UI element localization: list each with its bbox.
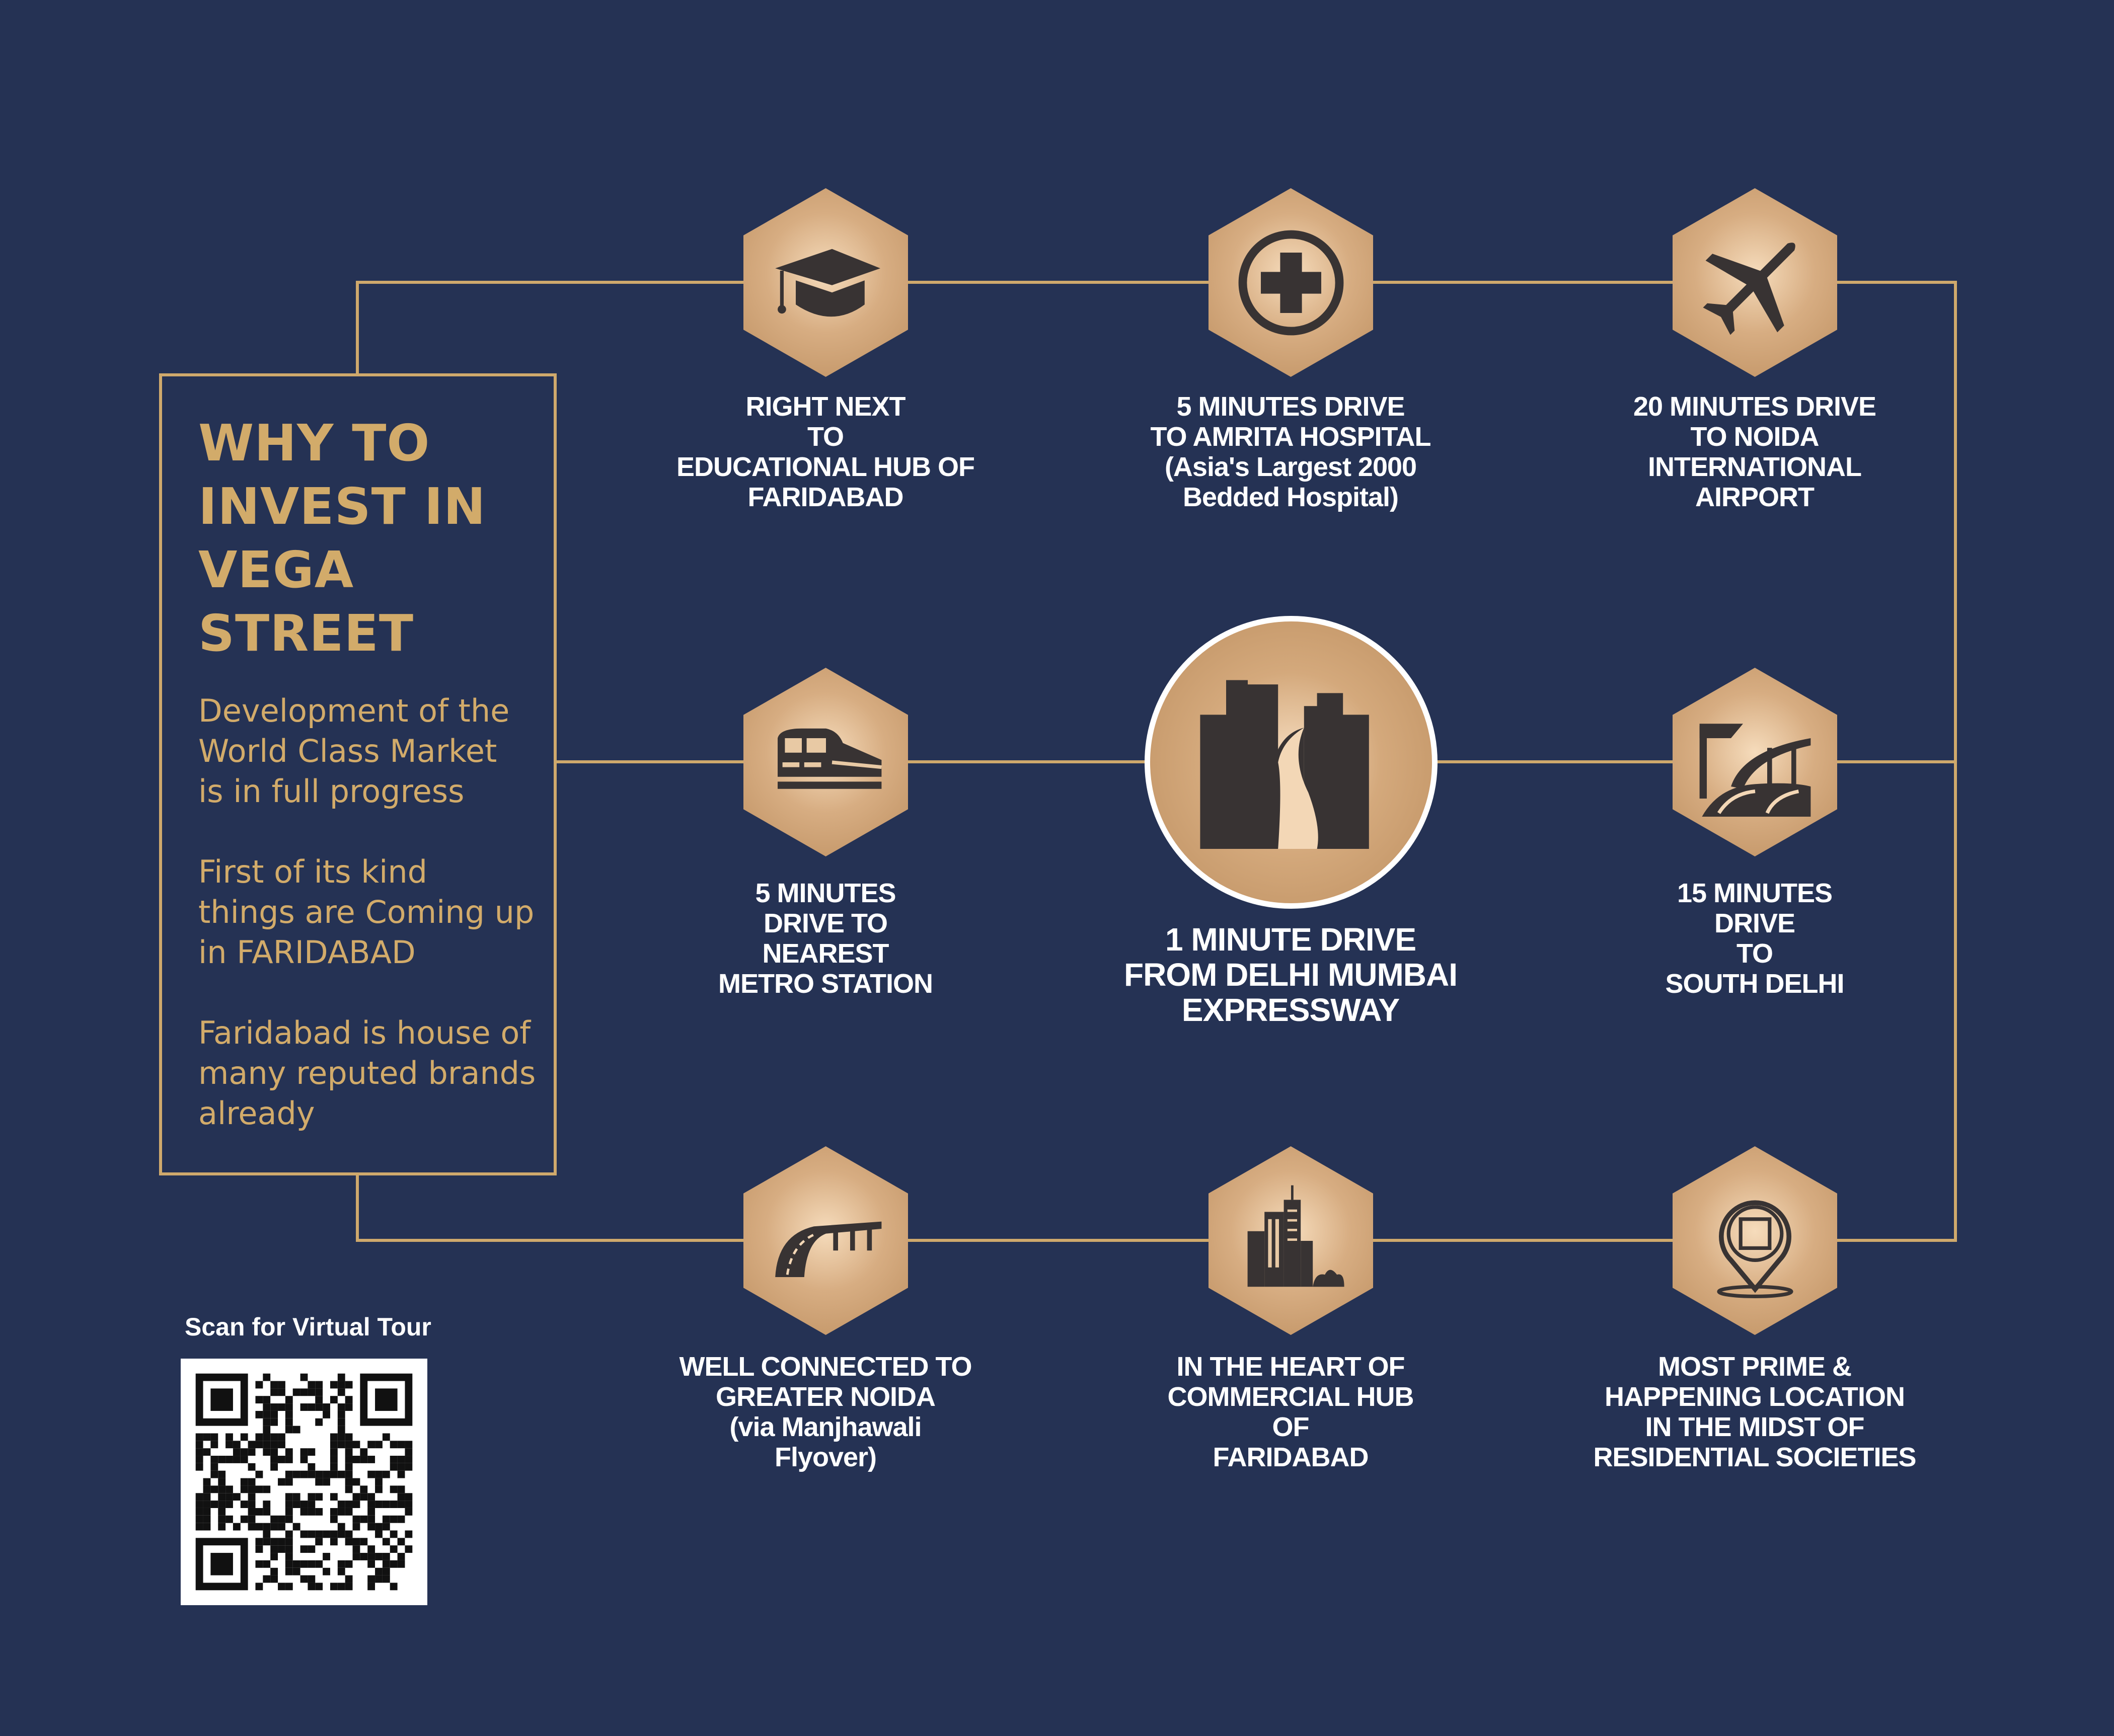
hospital-cross-icon <box>1209 188 1373 377</box>
panel-paragraph: Faridabad is house of many reputed brand… <box>198 1014 536 1132</box>
feature-label: 1 MINUTE DRIVE FROM DELHI MUMBAI EXPRESS… <box>1123 921 1458 1028</box>
connector-line <box>356 281 1957 284</box>
metro-train-icon <box>743 668 908 856</box>
feature-label: 5 MINUTES DRIVE TO NEAREST METRO STATION <box>718 878 933 999</box>
qr-caption: Scan for Virtual Tour <box>185 1313 431 1341</box>
city-road-icon <box>1145 616 1438 909</box>
why-invest-panel: WHY TO INVEST IN VEGA STREET Development… <box>159 373 557 1175</box>
feature-label: 15 MINUTES DRIVE TO SOUTH DELHI <box>1665 878 1844 999</box>
feature-label: 5 MINUTES DRIVE TO AMRITA HOSPITAL (Asia… <box>1150 391 1431 512</box>
bridge-road-icon <box>743 1146 908 1335</box>
connector-line <box>356 1172 359 1242</box>
feature-label: IN THE HEART OF COMMERCIAL HUB OF FARIDA… <box>1167 1352 1414 1472</box>
feature-label: 20 MINUTES DRIVE TO NOIDA INTERNATIONAL … <box>1633 391 1876 512</box>
qr-code[interactable] <box>181 1359 427 1605</box>
qr-code-pattern <box>195 1373 413 1591</box>
flyover-highway-icon <box>1673 668 1837 856</box>
feature-label: WELL CONNECTED TO GREATER NOIDA (via Man… <box>679 1352 972 1472</box>
airplane-icon <box>1673 188 1837 377</box>
feature-label: MOST PRIME & HAPPENING LOCATION IN THE M… <box>1593 1352 1916 1472</box>
connector-line <box>356 1239 1957 1242</box>
feature-label: RIGHT NEXT TO EDUCATIONAL HUB OF FARIDAB… <box>676 391 975 512</box>
panel-title: WHY TO INVEST IN VEGA STREET <box>198 414 486 663</box>
panel-paragraph: First of its kind things are Coming up i… <box>198 853 535 971</box>
skyscrapers-icon <box>1209 1146 1373 1335</box>
connector-line <box>356 281 359 376</box>
graduation-cap-icon <box>743 188 908 377</box>
panel-paragraph: Development of the World Class Market is… <box>198 692 510 810</box>
location-pin-building-icon <box>1673 1146 1837 1335</box>
